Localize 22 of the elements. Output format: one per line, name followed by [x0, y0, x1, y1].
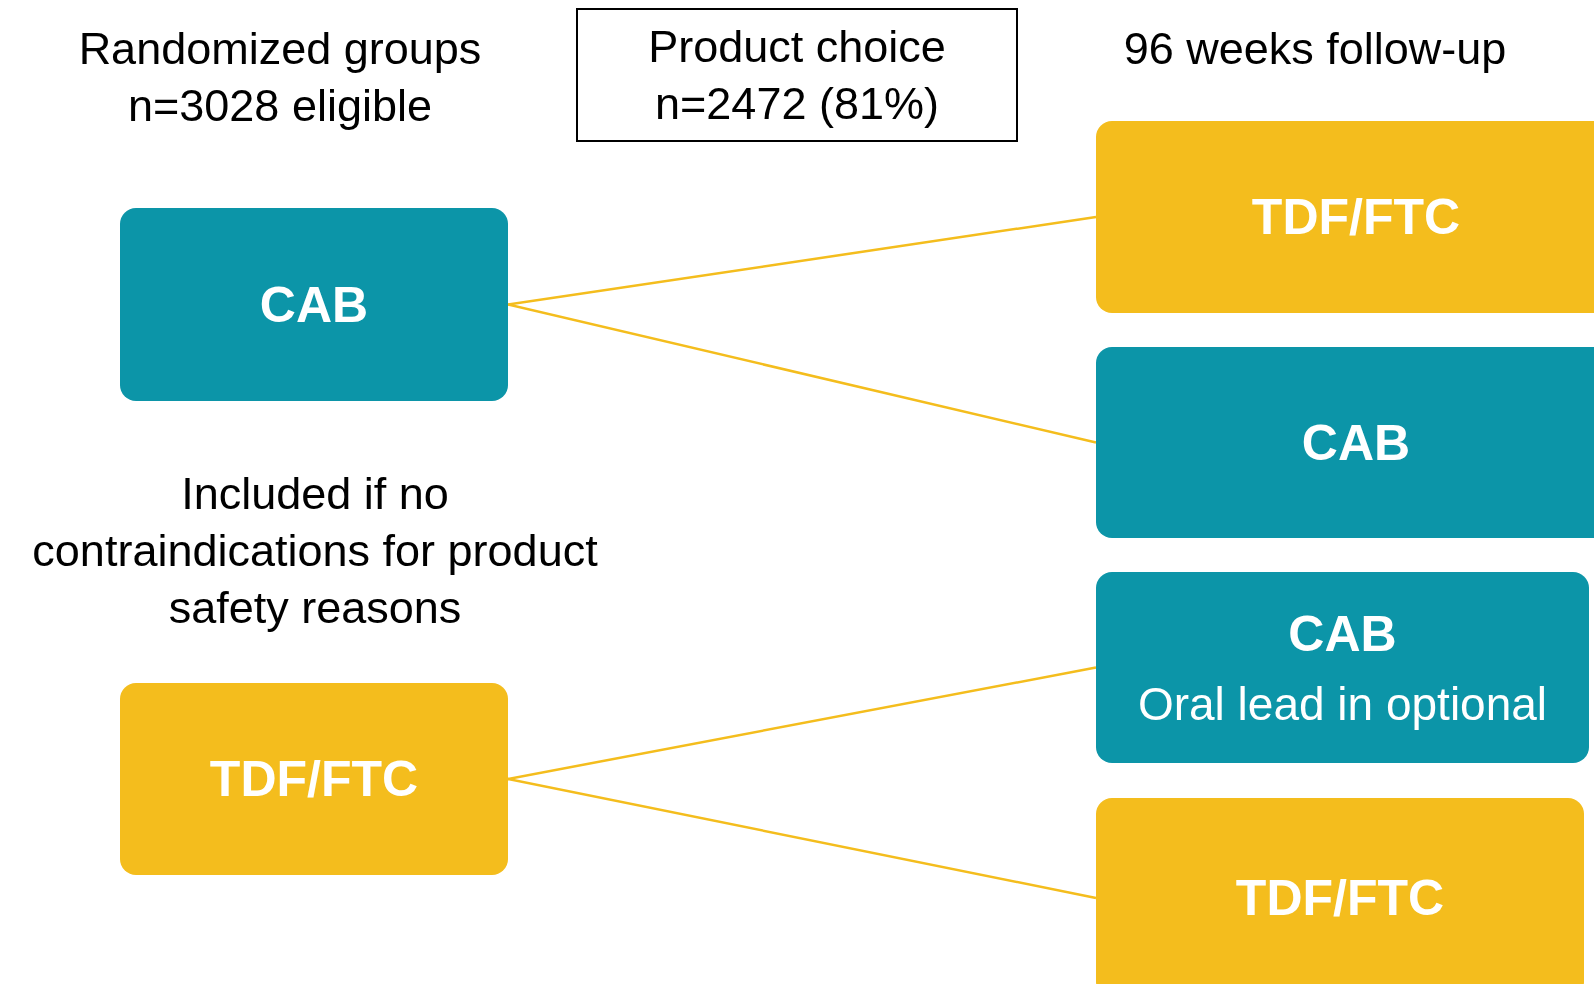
heading-text: Randomized groups n=3028 eligible [77, 22, 483, 133]
header-box [576, 8, 1018, 142]
box-label: Product choice n=2472 (81%) [647, 20, 947, 131]
treatment-box [120, 683, 508, 875]
treatment-box [1096, 798, 1584, 984]
box-label: CAB [1288, 604, 1397, 663]
connector-line [507, 303, 1097, 444]
box-label: TDF/FTC [209, 750, 419, 808]
heading-text: 96 weeks follow-up [1122, 22, 1508, 76]
heading-text: Included if no contraindications for product safety reasons [31, 467, 599, 635]
box-label: TDF/FTC [1235, 869, 1445, 927]
connector-line [507, 215, 1097, 306]
box-subtitle: Oral lead in optional [1137, 676, 1548, 731]
connector-line [507, 666, 1097, 781]
box-label: CAB [259, 275, 369, 334]
treatment-box [120, 208, 508, 401]
box-label: TDF/FTC [1251, 188, 1461, 246]
box-label: CAB [1301, 413, 1411, 472]
treatment-box [1096, 121, 1594, 313]
treatment-box [1096, 347, 1594, 538]
connector-line [507, 777, 1097, 900]
treatment-box [1096, 572, 1589, 763]
